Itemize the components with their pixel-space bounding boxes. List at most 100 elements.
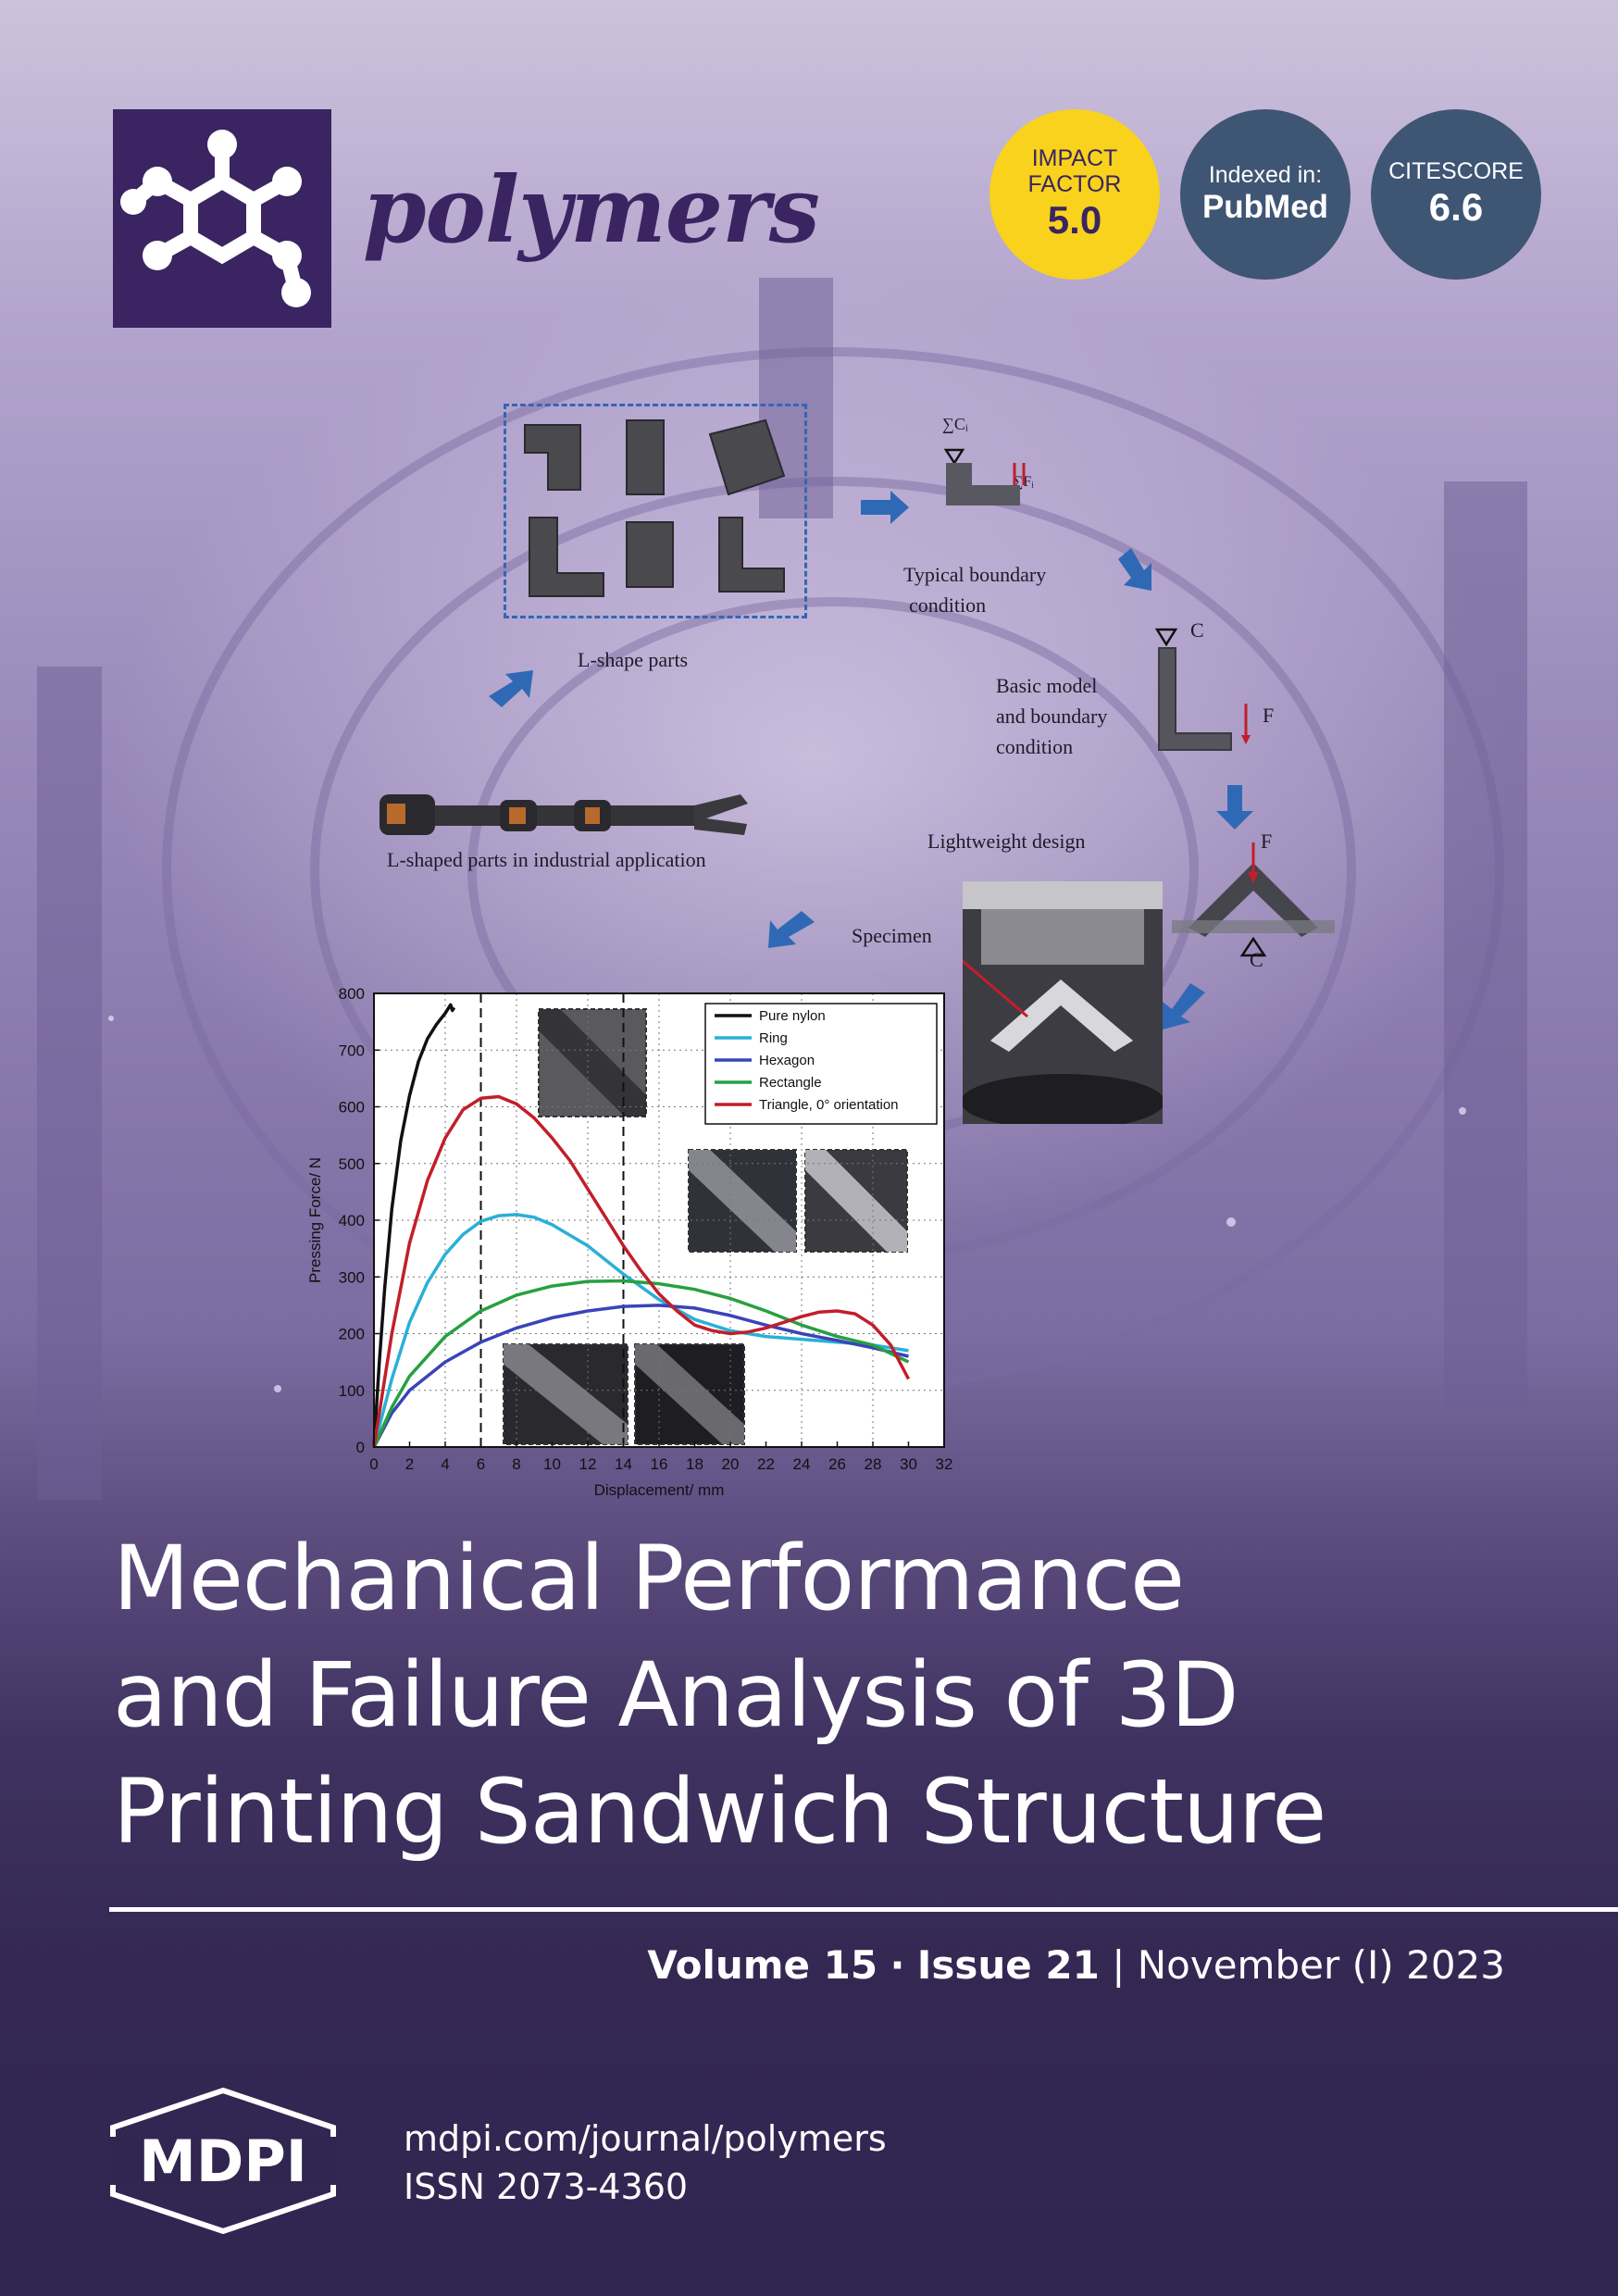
x-tick-label: 28 bbox=[865, 1455, 882, 1473]
citescore-badge: CITESCORE 6.6 bbox=[1371, 109, 1541, 280]
inset-photo-detail bbox=[805, 1150, 907, 1252]
background-light bbox=[1226, 1217, 1236, 1227]
impact-factor-value: 5.0 bbox=[1047, 198, 1102, 242]
legend-label: Rectangle bbox=[759, 1075, 822, 1091]
y-tick-label: 400 bbox=[339, 1212, 365, 1229]
chart-x-axis-label: Displacement/ mm bbox=[594, 1481, 725, 1499]
model-f-label: F bbox=[1263, 704, 1275, 727]
model-c-label: C bbox=[1190, 618, 1204, 642]
series-line bbox=[372, 1279, 910, 1448]
typical-boundary-line-2: condition bbox=[909, 593, 987, 617]
x-tick-label: 14 bbox=[615, 1455, 632, 1473]
basic-model-line-1: Basic model bbox=[996, 674, 1098, 697]
inset-photo-detail bbox=[539, 1009, 646, 1117]
typical-boundary-label: Typical boundary condition bbox=[903, 559, 1046, 620]
typical-boundary-line-1: Typical boundary bbox=[903, 563, 1047, 586]
y-tick-label: 600 bbox=[339, 1099, 365, 1117]
x-tick-label: 20 bbox=[722, 1455, 740, 1473]
molecule-icon bbox=[120, 130, 311, 307]
impact-factor-badge: IMPACT FACTOR 5.0 bbox=[989, 109, 1160, 280]
lightweight-model-image bbox=[1172, 842, 1335, 957]
chart-y-axis-label: Pressing Force/ N bbox=[306, 1157, 324, 1283]
issue-date: November (I) 2023 bbox=[1137, 1942, 1505, 1988]
inset-photo-detail bbox=[635, 1344, 744, 1444]
l-shape-parts-image bbox=[524, 418, 786, 597]
x-tick-label: 0 bbox=[369, 1455, 378, 1473]
journal-logo bbox=[113, 109, 331, 328]
x-tick-label: 10 bbox=[543, 1455, 561, 1473]
legend-label: Pure nylon bbox=[759, 1008, 826, 1024]
flow-arrows bbox=[489, 491, 1253, 1029]
x-tick-label: 22 bbox=[757, 1455, 775, 1473]
x-tick-label: 4 bbox=[441, 1455, 449, 1473]
l-shape-parts-box bbox=[504, 404, 807, 618]
sum-c-label: ∑Cᵢ bbox=[942, 415, 968, 433]
legend-label: Ring bbox=[759, 1030, 788, 1046]
impact-factor-label-1: IMPACT bbox=[1031, 145, 1118, 171]
background-light bbox=[274, 1385, 281, 1392]
indexed-value: PubMed bbox=[1201, 189, 1329, 225]
lightweight-design-label: Lightweight design bbox=[927, 830, 1086, 853]
legend-label: Hexagon bbox=[759, 1053, 815, 1068]
mdpi-logo: MDPI bbox=[107, 2087, 339, 2235]
basic-model-label: Basic model and boundary condition bbox=[996, 670, 1107, 762]
citescore-label: CITESCORE bbox=[1388, 158, 1524, 184]
background-tower-left bbox=[37, 667, 102, 1500]
article-title: Mechanical Performance and Failure Analy… bbox=[113, 1520, 1557, 1870]
arrow-right-icon bbox=[861, 491, 909, 524]
x-tick-label: 18 bbox=[686, 1455, 703, 1473]
arrow-down-right-icon bbox=[1118, 548, 1151, 591]
arrow-down-left-icon bbox=[768, 911, 815, 948]
issn-text: ISSN 2073-4360 bbox=[404, 2166, 689, 2207]
journal-name: polymers bbox=[363, 157, 820, 264]
lightweight-f-label: F bbox=[1261, 830, 1273, 853]
y-tick-label: 500 bbox=[339, 1155, 365, 1173]
l-shape-parts-label: L-shape parts bbox=[578, 648, 689, 671]
x-tick-label: 16 bbox=[651, 1455, 668, 1473]
inset-photo-detail bbox=[689, 1150, 796, 1252]
issue-number: Issue 21 bbox=[916, 1942, 1100, 1988]
y-tick-label: 800 bbox=[339, 985, 365, 1003]
background-light bbox=[1459, 1107, 1466, 1115]
industrial-application-label: L-shaped parts in industrial application bbox=[387, 848, 706, 871]
issue-info: Volume 15 · Issue 21 | November (I) 2023 bbox=[647, 1942, 1505, 1988]
volume-text: Volume 15 bbox=[647, 1942, 878, 1988]
series-line bbox=[372, 1304, 909, 1448]
series-line bbox=[372, 1213, 909, 1448]
basic-model-line-3: condition bbox=[996, 735, 1074, 758]
inset-photo-detail bbox=[504, 1344, 628, 1444]
robot-arm-image bbox=[380, 794, 748, 835]
indexed-badge: Indexed in: PubMed bbox=[1180, 109, 1350, 280]
hexagon-icon bbox=[110, 2087, 336, 2235]
legend-label: Triangle, 0° orientation bbox=[759, 1097, 899, 1113]
mdpi-wordmark: MDPI bbox=[139, 2128, 307, 2195]
divider bbox=[109, 1907, 1618, 1912]
background-tower-right bbox=[1444, 481, 1527, 1407]
y-tick-label: 700 bbox=[339, 1042, 365, 1059]
x-tick-label: 26 bbox=[828, 1455, 846, 1473]
basic-model-line-2: and boundary bbox=[996, 705, 1108, 728]
specimen-photo bbox=[963, 881, 1163, 1124]
arrow-down-left-icon bbox=[1163, 983, 1205, 1029]
article-title-line-1: Mechanical Performance bbox=[113, 1527, 1185, 1630]
journal-url-link[interactable]: mdpi.com/journal/polymers bbox=[404, 2118, 887, 2159]
x-tick-label: 30 bbox=[900, 1455, 917, 1473]
boundary-condition-image bbox=[943, 448, 1026, 505]
indexed-label: Indexed in: bbox=[1208, 162, 1323, 188]
issue-bar: | bbox=[1112, 1942, 1126, 1988]
x-tick-label: 2 bbox=[405, 1455, 414, 1473]
specimen-label: Specimen bbox=[852, 924, 932, 947]
y-tick-label: 300 bbox=[339, 1268, 365, 1286]
article-title-line-2: and Failure Analysis of 3D bbox=[113, 1643, 1239, 1747]
x-tick-label: 32 bbox=[936, 1455, 953, 1473]
y-tick-label: 100 bbox=[339, 1382, 365, 1400]
impact-factor-label-2: FACTOR bbox=[1027, 171, 1122, 197]
lightweight-c-label: C bbox=[1250, 948, 1263, 971]
citescore-value: 6.6 bbox=[1428, 185, 1484, 229]
x-tick-label: 12 bbox=[579, 1455, 597, 1473]
series-line bbox=[372, 1094, 911, 1448]
y-tick-label: 0 bbox=[356, 1439, 365, 1456]
x-tick-label: 24 bbox=[793, 1455, 811, 1473]
